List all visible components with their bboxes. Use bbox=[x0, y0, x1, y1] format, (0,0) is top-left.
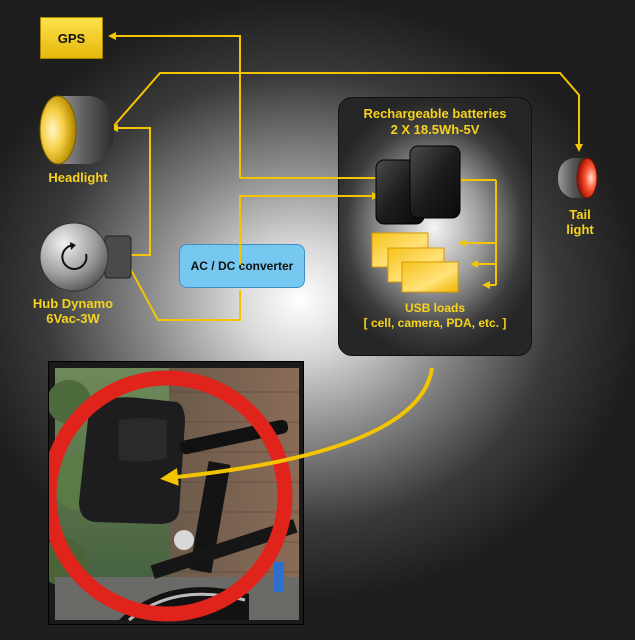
hub-dynamo-icon bbox=[39, 222, 132, 292]
ac-dc-converter: AC / DC converter bbox=[179, 244, 305, 288]
batteries-label-1: Rechargeable batteries bbox=[363, 106, 507, 121]
tail-light-label-2: light bbox=[566, 222, 594, 237]
wire-dynamo-headlight bbox=[110, 124, 151, 256]
batteries-label-2: 2 X 18.5Wh-5V bbox=[390, 122, 480, 137]
headlight-label: Headlight bbox=[48, 170, 108, 185]
highlight-ring bbox=[49, 370, 293, 622]
converter-label: AC / DC converter bbox=[190, 259, 294, 273]
battery-panel bbox=[338, 97, 532, 356]
usb-loads-label-1: USB loads bbox=[404, 301, 465, 315]
arrow-to-photo bbox=[160, 367, 434, 486]
gps-unit: GPS bbox=[40, 17, 103, 59]
usb-loads-label-2: [ cell, camera, PDA, etc. ] bbox=[363, 316, 507, 330]
tail-light-label-1: Tail bbox=[569, 207, 591, 222]
hub-dynamo-label-2: 6Vac-3W bbox=[46, 311, 100, 326]
wire-tail-light bbox=[111, 72, 583, 152]
bike-photo-illustration bbox=[49, 368, 299, 622]
usb-load-card-3 bbox=[401, 261, 459, 293]
gps-label: GPS bbox=[57, 30, 86, 46]
wire-converter-battery bbox=[239, 192, 380, 265]
wire-gps bbox=[108, 32, 241, 178]
wire-dynamo-converter bbox=[129, 267, 241, 321]
bike-photo bbox=[48, 361, 304, 625]
hub-dynamo-label-1: Hub Dynamo bbox=[32, 296, 114, 311]
headlight-icon bbox=[39, 95, 114, 165]
tail-light-icon bbox=[558, 157, 598, 199]
battery-cell-2 bbox=[409, 145, 461, 219]
